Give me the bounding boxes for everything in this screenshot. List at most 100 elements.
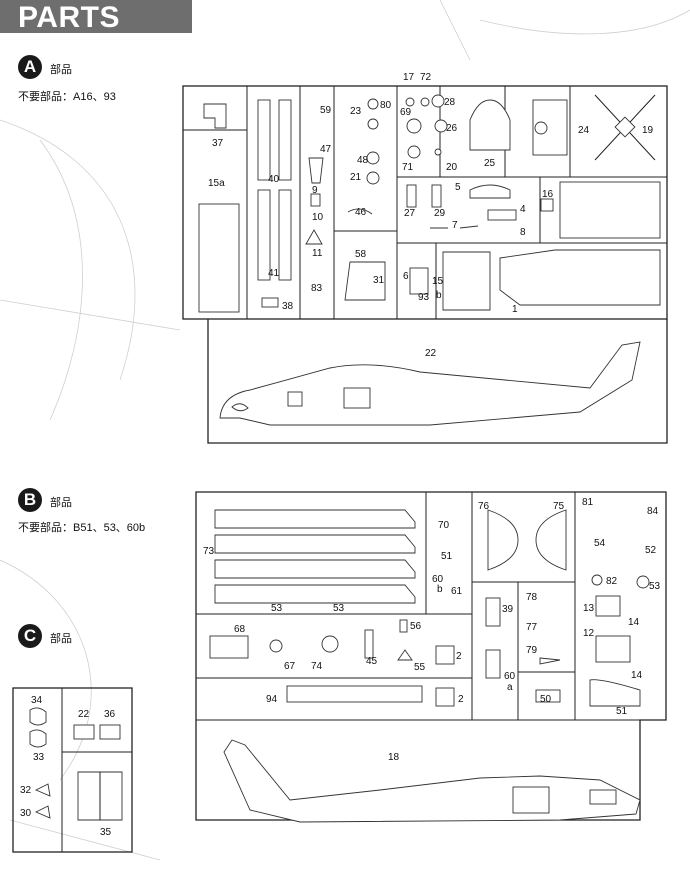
part-label: 2 [456,651,462,662]
part-label: 2 [458,694,464,705]
part-label: 26 [446,123,458,134]
sprue-c-parts [29,707,123,821]
sprue-b-frame [195,491,667,821]
part-label: 60 [432,574,444,585]
part-label: 41 [268,268,280,279]
part-label: 78 [526,592,538,603]
part-label: 11 [312,248,323,259]
part-label: 33 [33,752,45,763]
part-label: b [436,290,442,301]
part-label: 47 [320,144,332,155]
part-label: 23 [350,106,362,117]
part-label: 58 [355,249,367,260]
part-label: 59 [320,105,332,116]
part-label: 52 [645,545,657,556]
part-label: 7 [452,220,458,231]
part-label: 8 [520,227,526,238]
part-label: 50 [540,694,552,705]
part-label: 77 [526,622,538,633]
part-label: 40 [268,174,280,185]
part-label: 22 [425,348,437,359]
part-label: b [437,584,443,595]
part-label: 71 [402,162,414,173]
part-label: 5 [455,182,461,193]
part-label: 6 [403,271,409,282]
part-label: 94 [266,694,278,705]
section-a-badge: A [18,55,42,79]
part-label: 19 [642,125,654,136]
part-label: 15 [432,276,444,287]
part-label: 39 [502,604,514,615]
part-label: 83 [311,283,323,294]
part-label: 84 [647,506,659,517]
part-label: 54 [594,538,606,549]
sprue-b-parts [209,509,650,823]
part-label: 10 [312,212,324,223]
part-label: 28 [444,97,456,108]
part-label: 29 [434,208,446,219]
sprue-c-labels: 34 22 36 33 32 30 35 [20,695,116,838]
sprue-a-frame [182,85,668,444]
part-label: 36 [104,709,116,720]
part-label: 53 [649,581,661,592]
section-b-badge: B [18,488,42,512]
part-label: 31 [373,275,385,286]
part-label: 13 [583,603,595,614]
part-label: 16 [542,189,554,200]
part-label: 1 [512,304,518,315]
section-c-name: 部品 [50,633,72,645]
part-label: 46 [355,207,367,218]
part-label: 34 [31,695,43,706]
part-label: 15a [208,178,225,189]
part-label: 20 [446,162,458,173]
part-label: 12 [583,628,595,639]
part-label: 51 [441,551,453,562]
part-label: 73 [203,546,215,557]
part-label: 18 [388,752,400,763]
section-header-banner: PARTS [0,0,192,33]
part-label: 72 [420,72,432,83]
part-label: 70 [438,520,450,531]
part-label: 48 [357,155,369,166]
part-label: 61 [451,586,463,597]
part-label: 55 [414,662,426,673]
section-c-badge: C [18,624,42,648]
part-label: 75 [553,501,565,512]
sprue-b-labels: 73 53 53 70 51 60 b 61 76 75 81 84 54 52… [203,497,661,763]
part-label: 24 [578,125,590,136]
part-label: 22 [78,709,90,720]
part-label: 69 [400,107,412,118]
part-label: 93 [418,292,430,303]
part-label: 30 [20,808,32,819]
part-label: 68 [234,624,246,635]
part-label: 45 [366,656,378,667]
part-label: 76 [478,501,490,512]
part-label: 79 [526,645,538,656]
part-label: 67 [284,661,296,672]
part-label: 25 [484,158,496,169]
sprue-a-parts [198,94,661,426]
part-label: 60 [504,671,516,682]
part-label: 27 [404,208,416,219]
part-label: 74 [311,661,323,672]
part-label: 51 [616,706,628,717]
part-label: 14 [631,670,643,681]
part-label: 17 [403,72,415,83]
part-label: 38 [282,301,294,312]
part-label: 56 [410,621,422,632]
sprue-c-frame [12,687,133,853]
part-label: 80 [380,100,392,111]
part-label: 81 [582,497,594,508]
part-label: 9 [312,185,318,196]
part-label: 37 [212,138,224,149]
section-b-name: 部品 [50,497,72,509]
part-label: 53 [333,603,345,614]
page-title: PARTS [18,1,120,34]
part-label: 21 [350,172,362,183]
part-label: a [507,682,513,693]
part-label: 14 [628,617,640,628]
section-b-unused-note: 不要部品：B51、53、60b [18,522,146,534]
part-label: 35 [100,827,112,838]
